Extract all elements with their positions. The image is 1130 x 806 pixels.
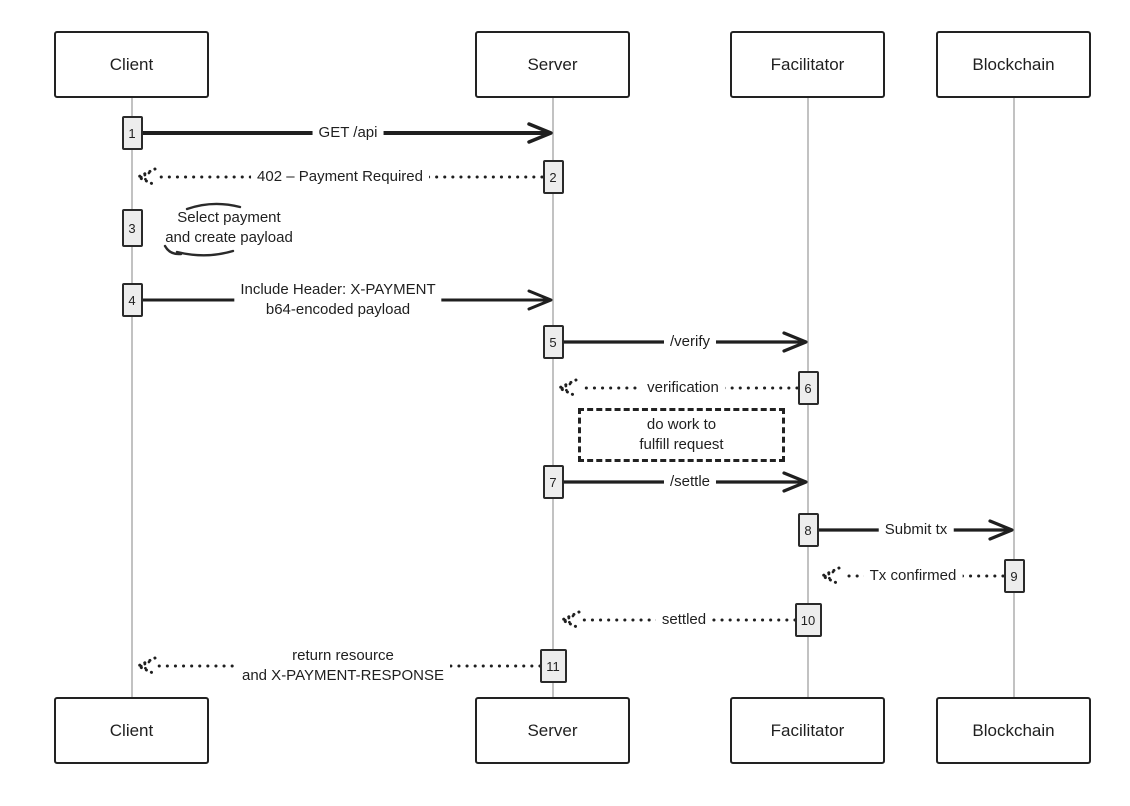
message-7-label: /settle bbox=[663, 471, 717, 493]
step-number: 5 bbox=[549, 334, 557, 350]
actor-top-blockchain: Blockchain bbox=[936, 31, 1091, 98]
message-11-label: return resource and X-PAYMENT-RESPONSE bbox=[235, 645, 451, 687]
activation-step-1: 1 bbox=[121, 116, 143, 150]
actor-top-server: Server bbox=[475, 31, 630, 98]
step-number: 3 bbox=[128, 220, 136, 236]
actor-label: Facilitator bbox=[770, 54, 845, 74]
step-number: 7 bbox=[549, 474, 557, 490]
activation-step-3: 3 bbox=[121, 209, 143, 247]
activation-step-10: 10 bbox=[794, 603, 822, 637]
message-3-note: Select payment and create payload bbox=[159, 207, 299, 249]
message-text: 402 – Payment Required bbox=[257, 168, 423, 185]
step-number: 4 bbox=[128, 292, 136, 308]
message-text: verification bbox=[647, 379, 719, 396]
message-text: /settle bbox=[669, 473, 711, 490]
message-6-label: verification bbox=[641, 377, 725, 399]
message-text-line2: and X-PAYMENT-RESPONSE bbox=[241, 667, 445, 684]
message-text: Submit tx bbox=[884, 521, 948, 538]
actor-bottom-facilitator: Facilitator bbox=[730, 697, 885, 764]
message-11-arrow bbox=[134, 656, 542, 676]
step-number: 2 bbox=[549, 169, 557, 185]
message-9-label: Tx confirmed bbox=[863, 565, 963, 587]
activation-step-4: 4 bbox=[121, 283, 143, 317]
actor-label: Client bbox=[109, 720, 154, 740]
actor-bottom-server: Server bbox=[475, 697, 630, 764]
note-text-line1: Select payment bbox=[177, 209, 281, 226]
step-number: 6 bbox=[804, 380, 812, 396]
message-4-label: Include Header: X-PAYMENT b64-encoded pa… bbox=[234, 279, 442, 321]
note-accent-tick bbox=[163, 244, 183, 256]
message-text: /verify bbox=[669, 333, 711, 350]
message-text-line1: return resource bbox=[292, 647, 394, 664]
message-6-arrow bbox=[555, 378, 799, 398]
actor-label: Blockchain bbox=[972, 720, 1055, 740]
note-accents bbox=[163, 202, 242, 257]
activation-step-6: 6 bbox=[797, 371, 819, 405]
message-10-label: settled bbox=[655, 609, 713, 631]
note-accent-top bbox=[185, 202, 242, 211]
message-text-line2: b64-encoded payload bbox=[265, 301, 411, 318]
work-note-line1: do work to bbox=[646, 416, 717, 433]
actor-label: Blockchain bbox=[972, 54, 1055, 74]
activation-step-2: 2 bbox=[542, 160, 564, 194]
work-note-line2: fulfill request bbox=[639, 436, 724, 453]
actor-label: Facilitator bbox=[770, 720, 845, 740]
actor-bottom-blockchain: Blockchain bbox=[936, 697, 1091, 764]
step-number: 9 bbox=[1010, 568, 1018, 584]
note-accent-bottom bbox=[175, 249, 235, 257]
activation-step-8: 8 bbox=[797, 513, 819, 547]
message-5-label: /verify bbox=[663, 331, 717, 353]
actor-top-facilitator: Facilitator bbox=[730, 31, 885, 98]
step-number: 10 bbox=[800, 612, 816, 628]
activation-step-5: 5 bbox=[542, 325, 564, 359]
message-text: settled bbox=[661, 611, 707, 628]
step-number: 1 bbox=[128, 125, 136, 141]
note-text-line2: and create payload bbox=[165, 229, 293, 246]
message-8-label: Submit tx bbox=[878, 519, 954, 541]
work-note-box: do work to fulfill request bbox=[578, 408, 785, 462]
actor-label: Server bbox=[527, 54, 578, 74]
step-number: 8 bbox=[804, 522, 812, 538]
activation-step-11: 11 bbox=[539, 649, 567, 683]
step-number: 11 bbox=[546, 658, 560, 674]
message-text: Tx confirmed bbox=[869, 567, 957, 584]
message-2-label: 402 – Payment Required bbox=[251, 166, 429, 188]
actor-label: Server bbox=[527, 720, 578, 740]
actor-bottom-client: Client bbox=[54, 697, 209, 764]
message-1-label: GET /api bbox=[312, 122, 384, 144]
message-text: GET /api bbox=[318, 124, 378, 141]
message-text-line1: Include Header: X-PAYMENT bbox=[240, 281, 436, 298]
actor-top-client: Client bbox=[54, 31, 209, 98]
actor-label: Client bbox=[109, 54, 154, 74]
message-2-arrow bbox=[134, 167, 544, 187]
activation-step-9: 9 bbox=[1003, 559, 1025, 593]
activation-step-7: 7 bbox=[542, 465, 564, 499]
